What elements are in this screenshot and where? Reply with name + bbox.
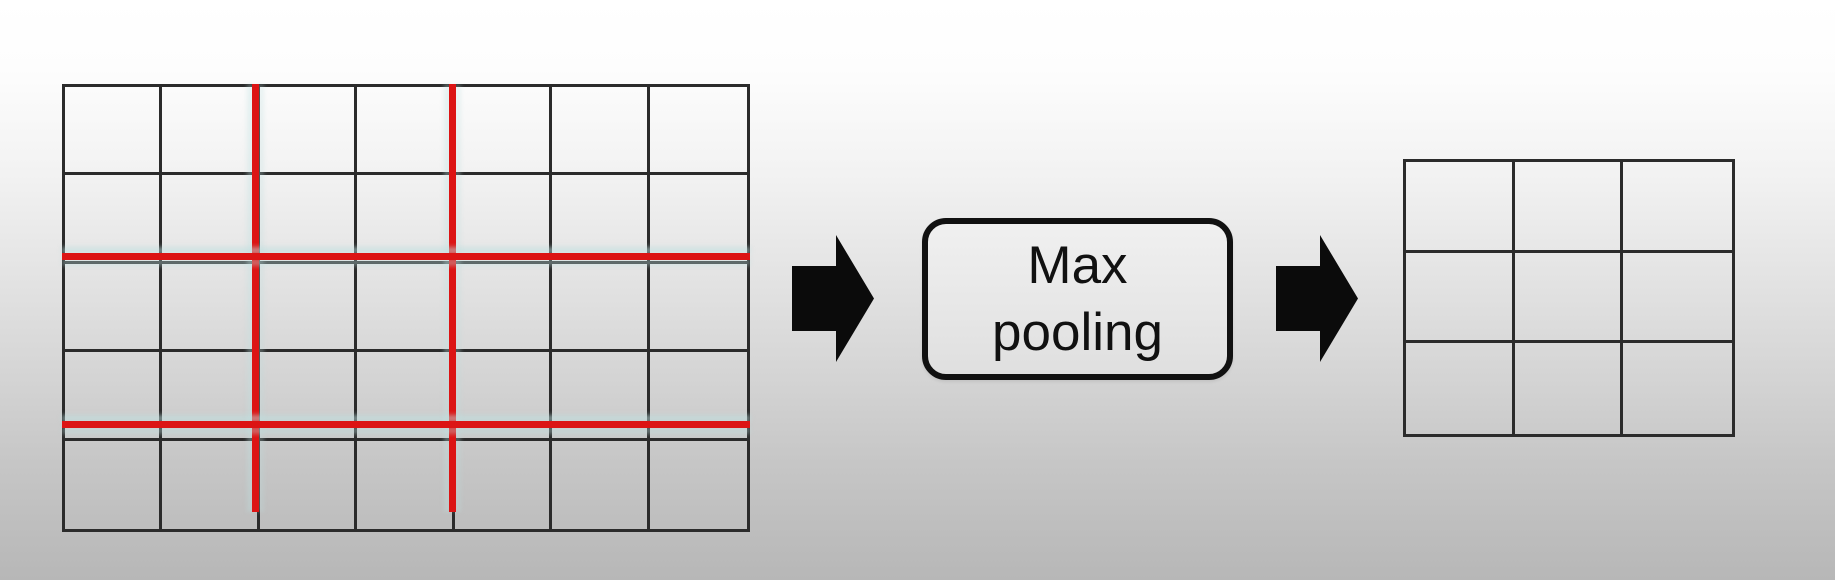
operation-label-line1: Max bbox=[1027, 236, 1128, 295]
output-feature-map-grid bbox=[1403, 159, 1735, 437]
grid-cell bbox=[357, 263, 455, 353]
grid-cell bbox=[357, 352, 455, 441]
grid-cell bbox=[162, 87, 260, 176]
grid-cell bbox=[65, 263, 163, 353]
grid-cell bbox=[357, 440, 455, 529]
grid-cell bbox=[259, 352, 358, 441]
right-arrow-icon bbox=[792, 235, 874, 362]
max-pooling-operation-box: Max pooling bbox=[922, 218, 1233, 380]
right-arrow-icon bbox=[1276, 235, 1358, 362]
grid-cell bbox=[455, 440, 553, 529]
grid-cell bbox=[162, 440, 260, 529]
grid-cell bbox=[454, 263, 553, 353]
grid-cell bbox=[454, 175, 553, 264]
grid-cell bbox=[1623, 253, 1732, 344]
grid-cell bbox=[552, 87, 650, 176]
input-feature-map-grid bbox=[62, 84, 750, 532]
grid-cell bbox=[357, 87, 455, 176]
grid-cell bbox=[552, 352, 650, 441]
grid-cell bbox=[649, 175, 747, 264]
grid-cell bbox=[259, 175, 358, 264]
operation-label-line2: pooling bbox=[992, 303, 1163, 362]
grid-cell bbox=[1623, 343, 1732, 434]
grid-cell bbox=[649, 87, 747, 176]
grid-cell bbox=[649, 352, 747, 441]
grid-cell bbox=[162, 175, 260, 264]
grid-cell bbox=[1514, 162, 1624, 253]
grid-cell bbox=[65, 352, 163, 441]
grid-cell bbox=[552, 263, 650, 353]
grid-cell bbox=[1406, 343, 1515, 434]
grid-cell bbox=[1623, 162, 1732, 253]
grid-cell bbox=[259, 87, 358, 176]
grid-cell bbox=[454, 352, 553, 441]
grid-cell bbox=[65, 87, 163, 176]
grid-cell bbox=[259, 263, 358, 353]
grid-cell bbox=[552, 175, 650, 264]
grid-cell bbox=[1406, 252, 1515, 344]
grid-cell bbox=[65, 175, 163, 264]
grid-cell bbox=[260, 440, 358, 529]
grid-cell bbox=[1514, 252, 1624, 344]
grid-cell bbox=[552, 440, 650, 529]
grid-cell bbox=[649, 264, 747, 353]
grid-cell bbox=[1515, 343, 1624, 434]
grid-cell bbox=[65, 440, 163, 529]
grid-cell bbox=[1406, 162, 1515, 253]
grid-cell bbox=[650, 441, 747, 529]
grid-cell bbox=[162, 352, 260, 441]
grid-cell bbox=[454, 87, 553, 176]
grid-cell bbox=[162, 263, 260, 353]
grid-cell bbox=[357, 175, 455, 264]
